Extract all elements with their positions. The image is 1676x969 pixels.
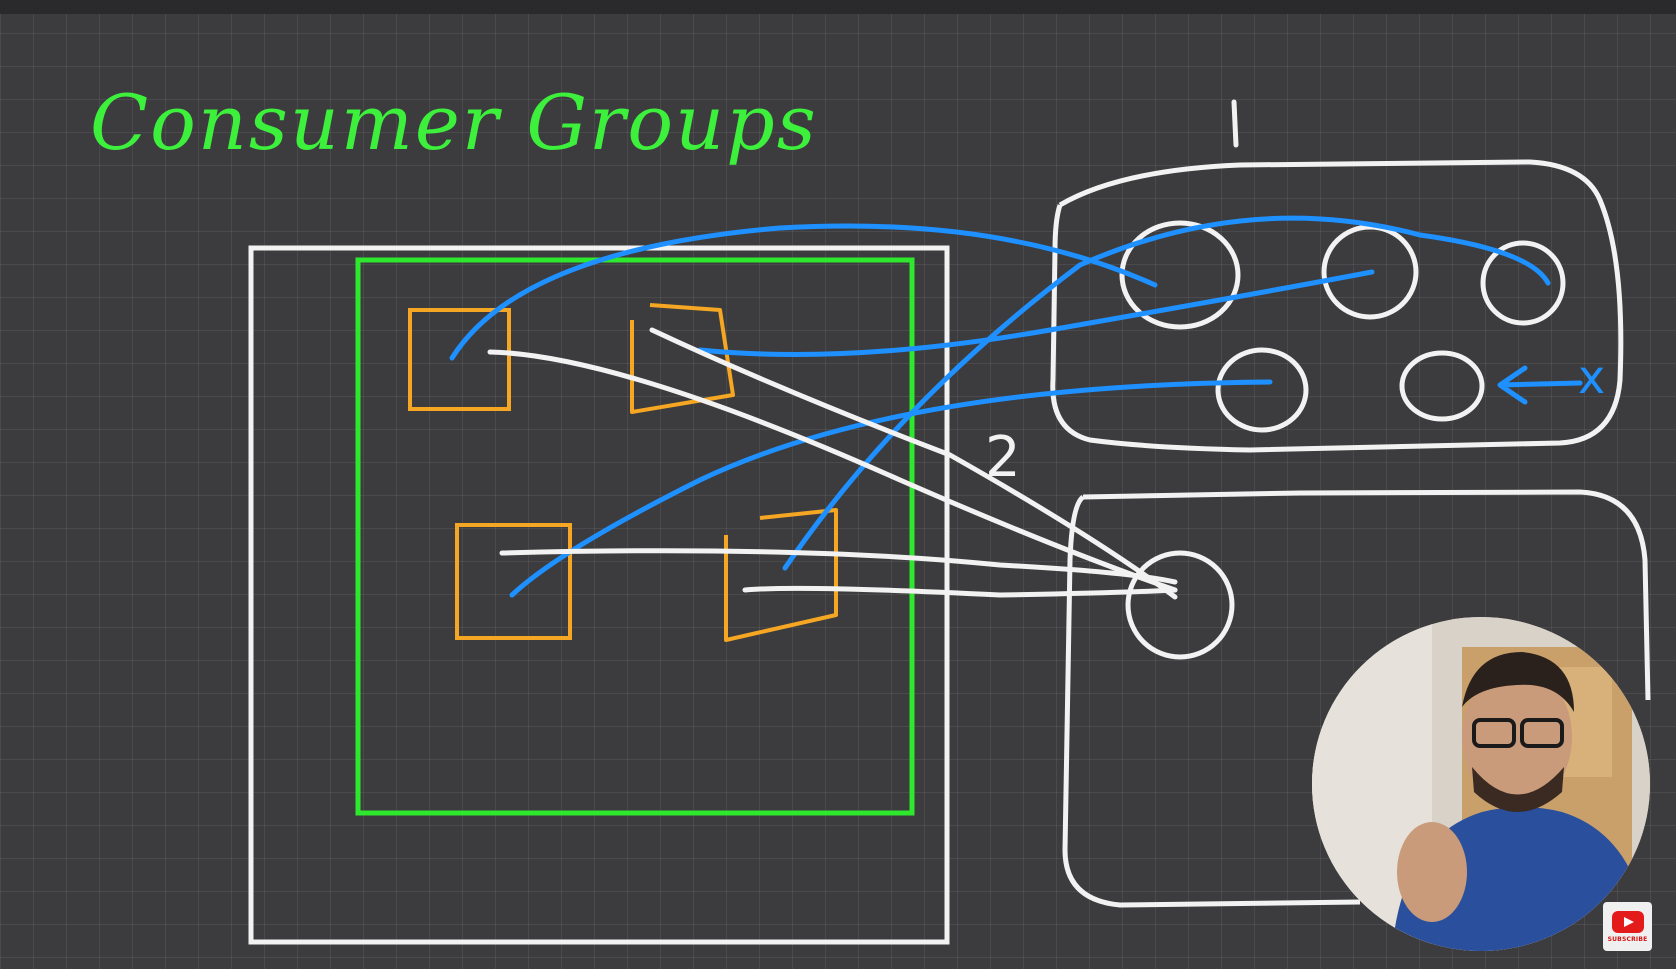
- group-1-tick: [1231, 99, 1239, 148]
- group-one-label: 1: [1222, 68, 1223, 69]
- removed-consumer-arrow: [1497, 365, 1583, 405]
- removed-consumer-mark: x: [1578, 350, 1606, 404]
- partition-2: [630, 303, 735, 414]
- consumer-1d: [1215, 347, 1309, 433]
- consumer-group-2-box: [1062, 489, 1651, 908]
- consumer-1a: [1119, 220, 1241, 330]
- diagram-title: Consumer Groups: [90, 78, 818, 167]
- presenter-webcam: [1312, 617, 1650, 951]
- partition-4: [724, 508, 838, 642]
- youtube-play-icon: [1611, 910, 1644, 933]
- presenter-image: [1312, 617, 1650, 951]
- top-bar: [0, 0, 1676, 14]
- partition-1: [408, 308, 511, 411]
- link-g1-p1: [449, 223, 1158, 361]
- consumer-1c: [1480, 240, 1566, 326]
- consumer-1b: [1321, 224, 1419, 320]
- link-g2-p4: [742, 585, 1178, 598]
- link-g2-p3: [499, 548, 1178, 585]
- consumer-2a: [1125, 550, 1235, 660]
- subscribe-button[interactable]: SUBSCRIBE: [1603, 902, 1652, 951]
- partition-3: [455, 523, 572, 640]
- broker-box: [355, 257, 915, 816]
- link-g1-p2: [697, 269, 1375, 357]
- link-g2-p2: [649, 327, 1178, 600]
- consumer-1e: [1399, 350, 1485, 422]
- link-g2-p1: [487, 349, 1178, 593]
- link-g1-p3: [509, 379, 1273, 598]
- group-two-label: 2: [985, 425, 1021, 490]
- link-g1-p4: [782, 215, 1551, 571]
- consumer-group-1-box: [1050, 159, 1624, 453]
- subscribe-label: SUBSCRIBE: [1607, 935, 1648, 943]
